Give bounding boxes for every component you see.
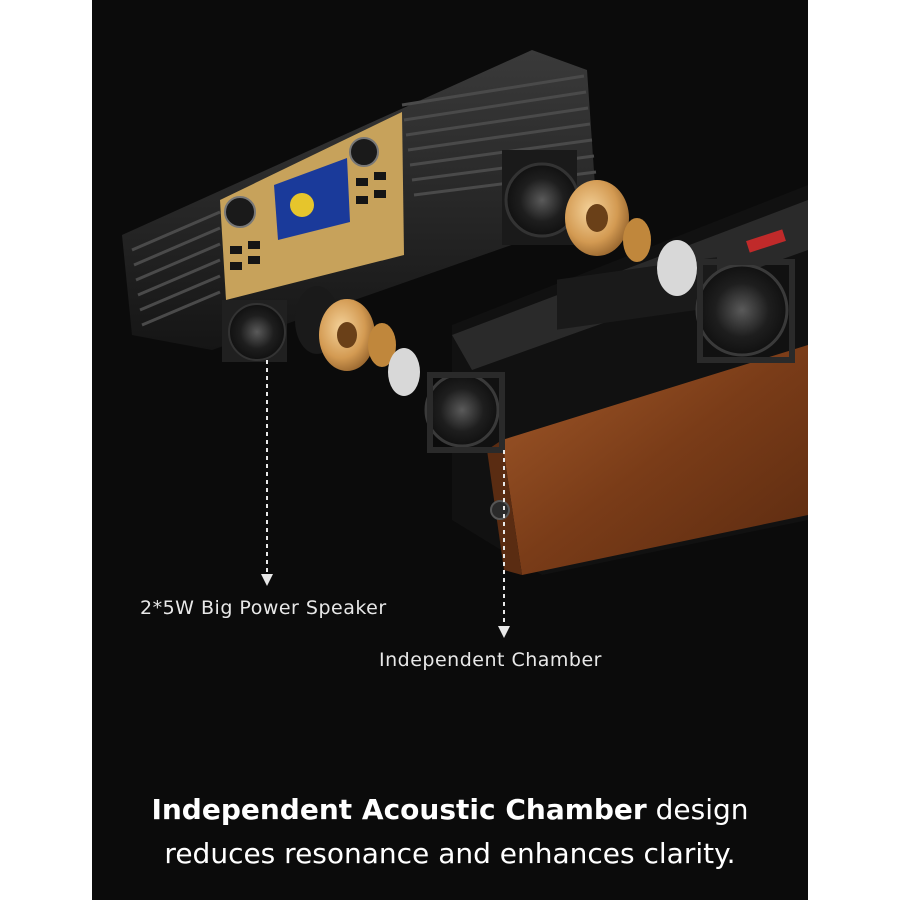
headline-line1-rest: design: [646, 793, 749, 826]
callout-leader-chamber: [498, 450, 510, 638]
headline-bold: Independent Acoustic Chamber: [151, 793, 647, 826]
speaker-exploded-illustration: [122, 50, 808, 638]
callout-speaker-label: 2*5W Big Power Speaker: [140, 597, 387, 619]
product-photo: 2*5W Big Power Speaker Independent Chamb…: [92, 0, 808, 900]
headline-line2: reduces resonance and enhances clarity.: [164, 837, 736, 870]
callout-chamber-label: Independent Chamber: [379, 649, 602, 671]
callout-leader-speaker: [261, 360, 273, 586]
right-driver-assembly: [502, 150, 795, 363]
left-driver-assembly: [222, 286, 505, 453]
headline: Independent Acoustic Chamber design redu…: [92, 788, 808, 876]
